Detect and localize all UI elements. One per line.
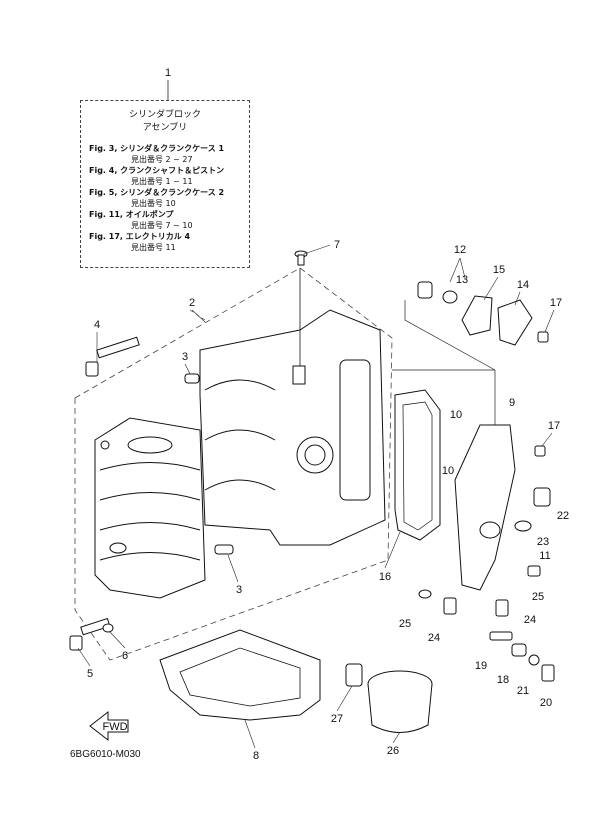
fitting-parts [489,631,555,682]
bolt-4-part [85,336,140,377]
cylinder-block-part [199,268,386,546]
callout-25: 25 [399,618,411,630]
assembly-boundary [74,267,393,661]
callout-22: 22 [557,510,569,522]
diagram-code: 6BG6010-M030 [70,749,141,760]
callout-2: 2 [189,297,195,309]
callout-5: 5 [87,668,93,680]
callout-20: 20 [540,697,552,709]
callout-12: 12 [454,244,466,256]
info-box: シリンダブロック アセンブリ Fig. 3, シリンダ＆クランクケース 1 見出… [80,100,250,268]
dowel-pin-part [184,373,234,555]
callout-9: 9 [509,397,515,409]
callout-1: 1 [165,67,171,79]
ref-row: Fig. 3, シリンダ＆クランクケース 1 見出番号 2 ~ 27 [89,144,225,164]
callout-23: 23 [537,536,549,548]
ref-list: Fig. 3, シリンダ＆クランクケース 1 見出番号 2 ~ 27 Fig. … [81,143,249,253]
callout-17b: 17 [548,420,560,432]
callout-21: 21 [517,685,529,697]
callout-24: 24 [428,632,440,644]
union-bolt-part [345,663,363,687]
fwd-label: FWD [102,721,127,733]
ref-row: Fig. 4, クランクシャフト＆ピストン 見出番号 1 ~ 11 [89,166,225,186]
bolt-17-part [534,331,549,457]
ref-row: Fig. 11, オイルポンプ 見出番号 7 ~ 10 [89,210,193,230]
callout-4: 4 [94,319,100,331]
callout-27: 27 [331,713,343,725]
gasket-16-part [394,389,441,541]
thermostat-parts [417,281,533,346]
callout-6: 6 [122,650,128,662]
fwd-arrow-icon: FWD [89,710,129,742]
callout-3: 3 [182,351,188,363]
callout-10b: 10 [442,465,454,477]
callout-17: 17 [550,297,562,309]
callout-15: 15 [493,264,505,276]
cover-9-part [454,424,516,591]
callout-labels: 1 2 3 3 4 5 6 7 8 9 10 10 11 12 13 14 15… [87,67,569,762]
washer-6-part [102,623,114,633]
crankcase-part [94,417,206,599]
screw-7-part [294,250,308,266]
callout-3b: 3 [236,584,242,596]
callout-11: 11 [539,550,550,562]
callout-10: 10 [450,409,462,421]
oil-filter-part [367,670,433,733]
ref-row: Fig. 17, エレクトリカル 4 見出番号 11 [89,232,191,252]
info-box-title: シリンダブロック アセンブリ [128,110,201,133]
callout-24b: 24 [524,614,536,626]
callout-16: 16 [379,571,391,583]
callout-14: 14 [517,279,529,291]
callout-18: 18 [497,674,509,686]
gasket-8-part [159,629,321,721]
callout-7: 7 [334,239,340,251]
callout-26: 26 [387,745,399,757]
callout-8: 8 [253,750,259,762]
ref-row: Fig. 5, シリンダ＆クランクケース 2 見出番号 10 [89,188,225,208]
plug-parts [418,487,551,617]
callout-13: 13 [456,274,468,286]
bolt-5-part [69,617,111,651]
callout-25b: 25 [532,591,544,603]
callout-19: 19 [475,660,487,672]
